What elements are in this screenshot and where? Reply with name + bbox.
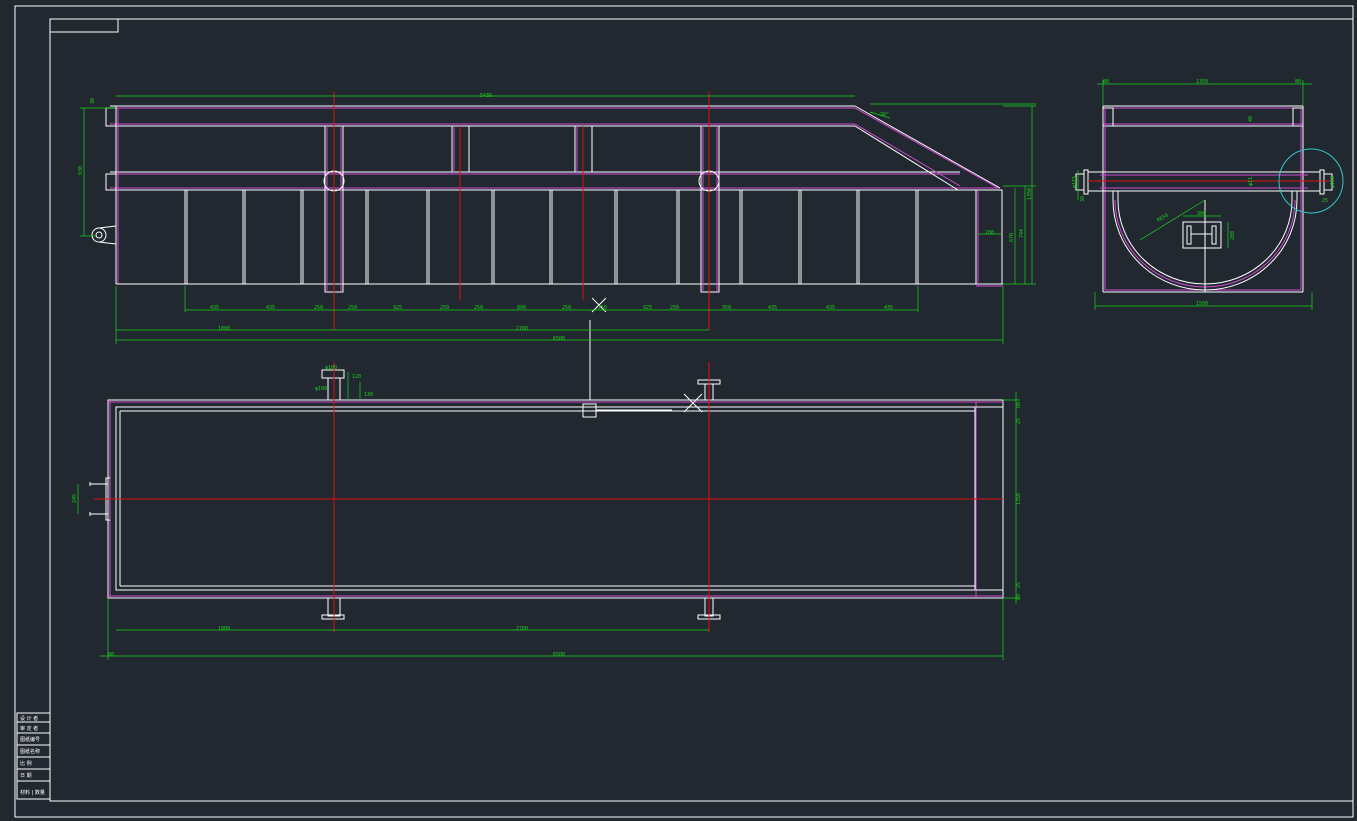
- dim-plan-2700: 2700: [516, 626, 528, 632]
- dim-front-right-w: 200: [985, 230, 994, 236]
- dim-front-bay: 250: [440, 305, 449, 311]
- dim-plan-right-1: 25: [1016, 418, 1022, 424]
- dim-end-top-mid: 1350: [1196, 79, 1208, 85]
- dim-end-box-h: 200: [1230, 231, 1236, 240]
- dim-end-radius: R650: [1156, 213, 1169, 224]
- dim-front-bay: 435: [826, 305, 835, 311]
- drawing-frame: [14, 5, 1354, 818]
- dim-plan-pipe-top-3: 130: [364, 392, 373, 398]
- dim-front-bay: 925: [393, 305, 402, 311]
- dim-plan-1800: 1800: [218, 626, 230, 632]
- dim-end-left-0: φ115: [1072, 176, 1078, 188]
- dim-front-right-h2: 670: [1009, 233, 1015, 242]
- dim-front-right-h1: 744: [1019, 229, 1025, 238]
- dim-end-box-w: 300: [1197, 211, 1206, 217]
- dim-front-1800: 1800: [218, 326, 230, 332]
- dim-front-bays: 435 435 250 250 925 250 250 800 250 250 925 250 350 4…: [210, 305, 893, 311]
- plan-view: [89, 362, 1004, 632]
- title-block-row-0: 设 计 者: [20, 715, 38, 722]
- dim-front-bay: 250: [348, 305, 357, 311]
- dim-front-bay: 435: [768, 305, 777, 311]
- dim-end-inner-0: 40: [1248, 116, 1254, 122]
- title-block-row-6: 材料 | 数量: [20, 789, 45, 796]
- dim-plan-pipe-top-1: 120: [352, 374, 361, 380]
- dim-front-bay: 250: [670, 305, 679, 311]
- dim-plan-left: 245: [72, 494, 78, 503]
- dim-front-bay: 350: [722, 305, 731, 311]
- dim-front-bay: 250: [562, 305, 571, 311]
- dim-front-overall-top: 5436: [480, 93, 492, 99]
- dim-front-bay: 250: [474, 305, 483, 311]
- end-view-dimensions: 80 1350 80 φ115 30 R650 300 200 40 φ11 φ…: [1072, 79, 1336, 310]
- dim-front-bay: 435: [210, 305, 219, 311]
- dim-front-bay: 435: [266, 305, 275, 311]
- dim-front-bay: 435: [884, 305, 893, 311]
- plan-view-dimensions: φ100 120 φ108 130 80 25 1350 25 80 245 1…: [72, 365, 1022, 660]
- title-block: 设 计 者 审 定 者 图纸编号 图纸名称 比 例 日 期 材料 | 数量: [16, 712, 51, 800]
- dim-front-bay: 250: [598, 305, 607, 311]
- dim-plan-right-0: 80: [1016, 402, 1022, 408]
- dim-plan-right-4: 80: [1016, 594, 1022, 600]
- dim-end-inner-2: φ108: [1330, 176, 1336, 188]
- dim-front-slope: 30°: [880, 112, 889, 118]
- title-block-row-3: 图纸名称: [20, 748, 40, 755]
- dim-front-left-small: 30: [90, 98, 96, 104]
- dim-front-2700: 2700: [516, 326, 528, 332]
- dim-end-bottom: 1500: [1196, 301, 1208, 307]
- dim-plan-right-2: 1350: [1016, 493, 1022, 505]
- dim-plan-overall: 6500: [553, 652, 565, 658]
- dim-front-bay: 800: [517, 305, 526, 311]
- front-view: [91, 92, 1003, 400]
- title-block-row-1: 审 定 者: [20, 725, 38, 732]
- dim-end-inner-1: φ11: [1248, 177, 1254, 186]
- dim-plan-right-3: 25: [1016, 582, 1022, 588]
- title-block-row-5: 日 期: [20, 773, 32, 779]
- dim-front-bay: 250: [314, 305, 323, 311]
- title-block-row-2: 图纸编号: [20, 736, 40, 743]
- end-view: [1075, 105, 1344, 293]
- title-block-row-4: 比 例: [20, 760, 32, 767]
- dim-end-left-1: 30: [1080, 196, 1086, 202]
- front-ribs: [184, 190, 919, 284]
- dim-end-top-left: 80: [1103, 79, 1109, 85]
- dim-front-right-height: 1350: [1027, 188, 1033, 200]
- dim-front-bay: 925: [643, 305, 652, 311]
- dim-front-left-height: 930: [78, 166, 84, 175]
- dim-end-top-right: 80: [1295, 79, 1301, 85]
- front-view-dimensions: 5436 930 30 1350 744 670 200 30° 435 435 2…: [78, 93, 1036, 344]
- dim-plan-pipe-top-2: φ108: [315, 386, 327, 392]
- dim-end-inner-3: 25: [1322, 198, 1328, 204]
- dim-plan-pipe-top-0: φ100: [325, 365, 337, 371]
- dim-plan-left-small: 80: [108, 652, 114, 658]
- dim-front-overall-bottom: 6500: [553, 336, 565, 342]
